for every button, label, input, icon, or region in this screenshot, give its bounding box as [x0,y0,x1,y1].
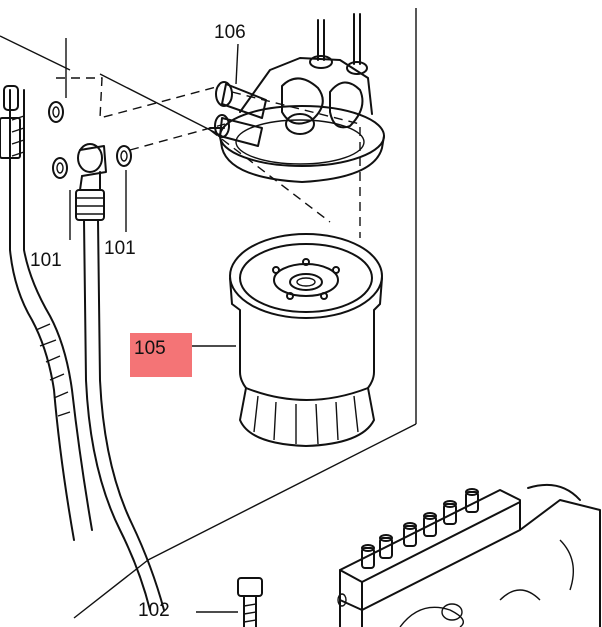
left-hose [0,85,93,541]
filter-head [209,13,385,183]
pump-valves [361,488,479,569]
filter-cartridge [229,233,383,447]
injection-pump [337,484,601,627]
leader-lines [65,38,239,613]
callout-101-left: 101 [30,250,62,271]
bolt [237,577,263,627]
callout-101-right: 101 [104,238,136,259]
frame-lines [0,8,417,619]
fuel-pipe [75,143,165,611]
callout-105: 105 [134,338,166,359]
callout-102: 102 [138,600,170,621]
callout-106: 106 [214,22,246,43]
washers [48,101,132,179]
callout-highlight [130,333,192,377]
